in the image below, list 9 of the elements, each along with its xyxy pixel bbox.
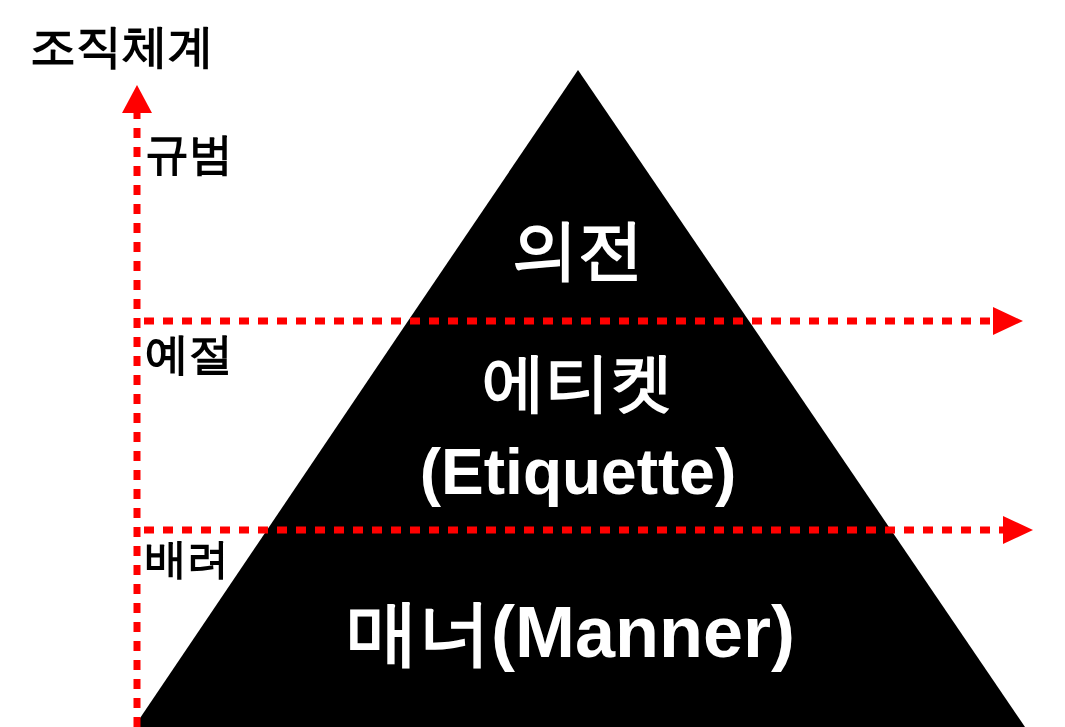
tier-label: 의전 — [512, 212, 644, 288]
level-label: 규범 — [145, 131, 233, 178]
axis-label: 조직체계 — [30, 22, 214, 71]
pyramid-tier — [267, 321, 891, 530]
tier-label: 매너(Manner) — [347, 590, 795, 674]
tier-label: 에티켓 (Etiquette) — [419, 345, 737, 510]
pyramid-tier — [408, 70, 749, 321]
level-label: 배려 — [145, 537, 229, 582]
level-label: 예절 — [145, 331, 233, 378]
